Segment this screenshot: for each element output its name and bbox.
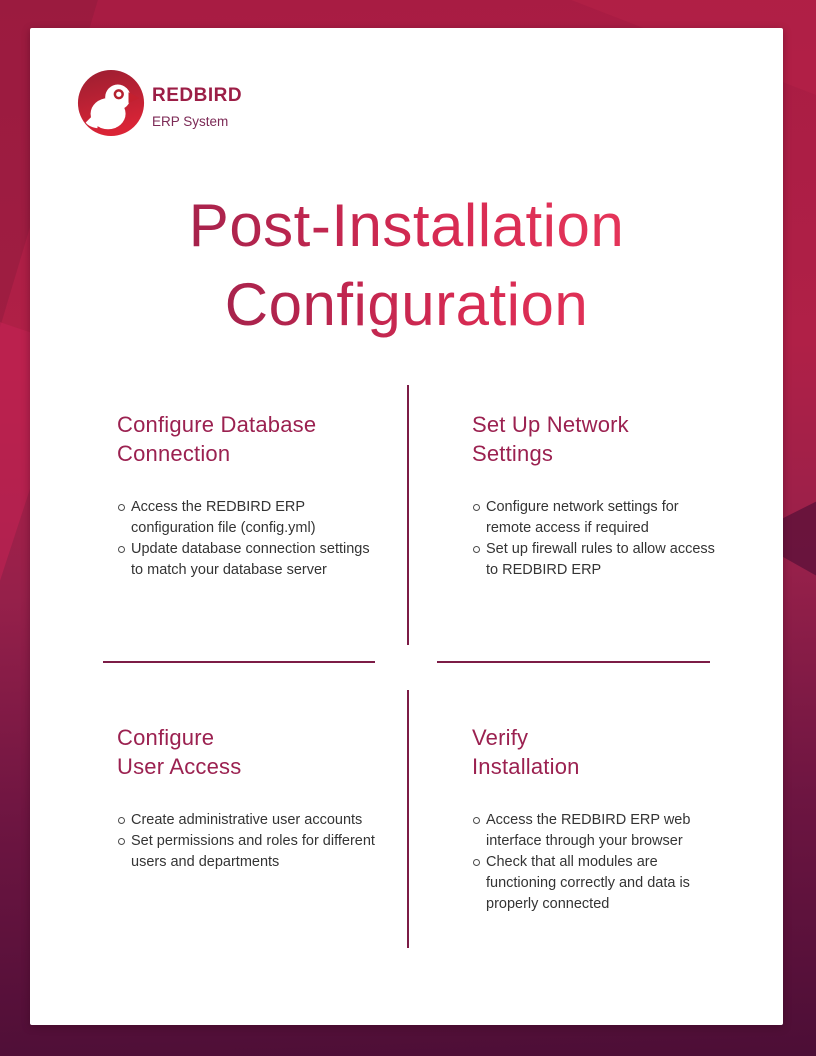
section-heading-line1: Configure	[117, 725, 215, 750]
list-item: Configure network settings for remote ac…	[472, 497, 724, 539]
section-set-up-network-settings: Set Up Network Settings Configure networ…	[472, 410, 724, 581]
section-bullet-list: Configure network settings for remote ac…	[472, 497, 724, 581]
document-page: REDBIRD ERP System Post-Installation Con…	[30, 28, 783, 1025]
section-heading-line2: Connection	[117, 441, 231, 466]
brand-tagline: ERP System	[152, 114, 229, 129]
list-item: Access the REDBIRD ERP web interface thr…	[472, 810, 730, 852]
section-bullet-list: Create administrative user accounts Set …	[117, 810, 379, 873]
list-item: Create administrative user accounts	[117, 810, 379, 831]
section-heading-line1: Verify	[472, 725, 529, 750]
section-configure-user-access: Configure User Access Create administrat…	[117, 723, 379, 873]
section-heading: Configure Database Connection	[117, 410, 379, 468]
section-bullet-list: Access the REDBIRD ERP web interface thr…	[472, 810, 730, 915]
divider-horizontal-right	[437, 661, 710, 663]
page-title-line2: Configuration	[224, 271, 589, 338]
section-heading-line2: User Access	[117, 754, 242, 779]
brand-block: REDBIRD ERP System	[152, 85, 242, 129]
section-heading-line2: Installation	[472, 754, 580, 779]
page-title-line1: Post-Installation	[188, 192, 625, 259]
section-configure-database-connection: Configure Database Connection Access the…	[117, 410, 379, 581]
section-heading: Set Up Network Settings	[472, 410, 724, 468]
list-item: Check that all modules are functioning c…	[472, 852, 730, 915]
section-heading: Verify Installation	[472, 723, 730, 781]
section-heading-line1: Configure Database	[117, 412, 317, 437]
section-verify-installation: Verify Installation Access the REDBIRD E…	[472, 723, 730, 915]
page-title: Post-Installation Configuration	[30, 186, 783, 344]
section-heading-line1: Set Up Network	[472, 412, 629, 437]
list-item: Update database connection settings to m…	[117, 539, 379, 581]
section-heading-line2: Settings	[472, 441, 554, 466]
list-item: Set up firewall rules to allow access to…	[472, 539, 724, 581]
list-item: Access the REDBIRD ERP configuration fil…	[117, 497, 379, 539]
divider-vertical-bottom	[407, 690, 409, 948]
section-heading: Configure User Access	[117, 723, 379, 781]
section-bullet-list: Access the REDBIRD ERP configuration fil…	[117, 497, 379, 581]
list-item: Set permissions and roles for different …	[117, 831, 379, 873]
redbird-logo-icon	[76, 68, 146, 138]
divider-vertical-top	[407, 385, 409, 645]
divider-horizontal-left	[103, 661, 375, 663]
brand-name: REDBIRD	[152, 85, 243, 106]
